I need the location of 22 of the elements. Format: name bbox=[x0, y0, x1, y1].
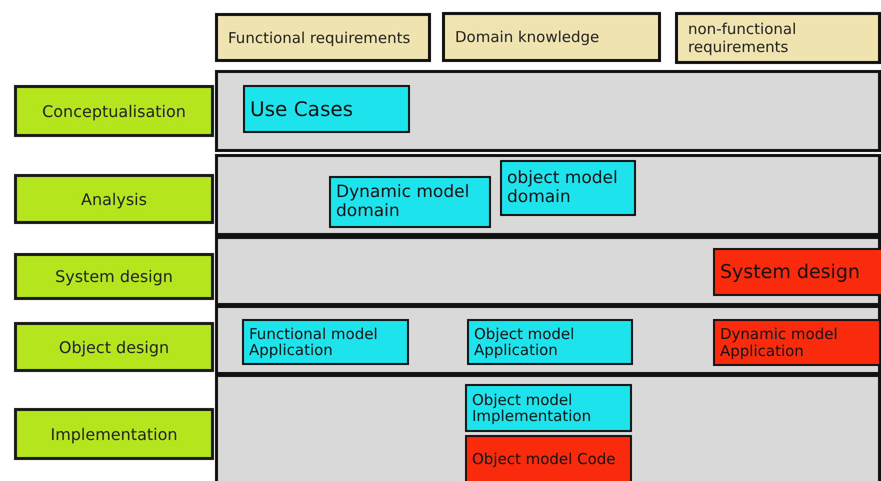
model-box: Use Cases bbox=[243, 85, 410, 133]
column-header: Domain knowledge bbox=[442, 12, 661, 62]
row-band bbox=[215, 154, 881, 236]
model-box: Functional model Application bbox=[242, 319, 409, 365]
model-box: Object model Application bbox=[467, 319, 633, 365]
model-box: Dynamic model domain bbox=[329, 176, 491, 228]
row-band bbox=[215, 70, 881, 152]
model-box: Object model Implementation bbox=[465, 384, 632, 432]
row-band bbox=[215, 374, 881, 481]
phase-label: Conceptualisation bbox=[14, 85, 214, 137]
row-band bbox=[215, 236, 881, 306]
column-header: non-functional requirements bbox=[675, 12, 881, 64]
row-band bbox=[215, 305, 881, 375]
model-box: object model domain bbox=[500, 160, 636, 216]
model-box: System design bbox=[713, 248, 881, 296]
phase-label: Object design bbox=[14, 322, 214, 372]
column-header: Functional requirements bbox=[215, 13, 431, 62]
phase-label: Implementation bbox=[14, 408, 214, 460]
phase-label: Analysis bbox=[14, 174, 214, 224]
phase-label: System design bbox=[14, 253, 214, 300]
model-box: Object model Code bbox=[465, 435, 632, 481]
model-box: Dynamic model Application bbox=[713, 319, 881, 366]
